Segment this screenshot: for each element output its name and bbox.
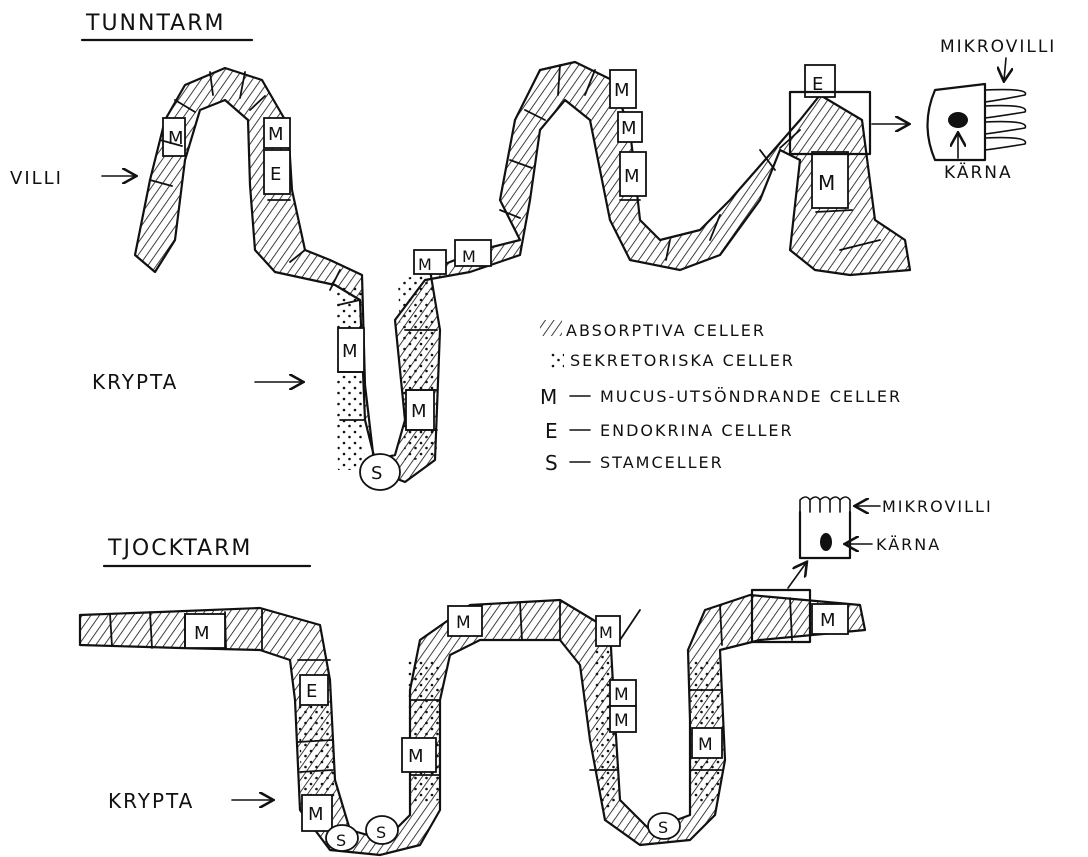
microvilli-projections	[800, 497, 850, 512]
nucleus-label-top: KÄRNA	[944, 162, 1013, 183]
mucus-letter: M	[820, 610, 838, 631]
nucleus-label-bottom: KÄRNA	[876, 535, 941, 554]
stem-letter: S	[658, 818, 670, 837]
large-intestine-epithelium: M E M S S M M M M M M S M	[80, 595, 865, 855]
mucus-letter: M	[614, 711, 631, 731]
legend-dots-swatch	[550, 352, 564, 368]
secretory-cells	[408, 660, 440, 805]
mucus-letter: M	[614, 685, 631, 705]
small-intestine-epithelium: M M E M M S M M M M M E M	[135, 62, 910, 490]
legend-symbol: E	[545, 419, 560, 443]
villi-label: VILLI	[10, 168, 63, 189]
mucus-letter: M	[168, 128, 186, 149]
microvilli-label-bottom: MIKROVILLI	[882, 497, 993, 516]
mucus-letter: M	[194, 623, 212, 644]
mucus-letter: M	[599, 623, 615, 642]
microvilli-label-top: MIKROVILLI	[940, 37, 1056, 57]
legend: ABSORPTIVA CELLER SEKRETORISKA CELLER M …	[540, 320, 902, 475]
mucus-letter: M	[408, 746, 426, 767]
legend-text: ENDOKRINA CELLER	[600, 421, 794, 440]
mucus-letter: M	[624, 166, 642, 187]
mucus-letter: M	[456, 613, 473, 633]
crypt-label-top: KRYPTA	[92, 370, 178, 394]
mucus-letter: M	[698, 735, 715, 755]
endocrine-letter: E	[270, 164, 283, 185]
legend-equals	[570, 396, 590, 462]
mucus-letter: M	[268, 124, 286, 145]
mucus-letter: M	[342, 341, 360, 362]
mucus-letter: M	[308, 804, 326, 825]
title-small-intestine: TUNNTARM	[85, 11, 226, 36]
mucus-letter: M	[614, 80, 632, 101]
mucus-letter: M	[462, 247, 478, 266]
nucleus	[820, 533, 832, 551]
zoom-arrow-bottom	[788, 563, 806, 588]
mucus-letter: M	[621, 118, 639, 139]
legend-symbol: M	[540, 385, 559, 409]
stem-letter: S	[371, 463, 384, 484]
absorptive-cell-band	[135, 62, 910, 482]
stem-letter: S	[336, 831, 348, 850]
legend-text: STAMCELLER	[600, 453, 724, 472]
mucus-letter: M	[418, 255, 434, 274]
microvilli-projections	[985, 90, 1026, 150]
crypt-label-bottom: KRYPTA	[108, 789, 194, 813]
secretory-cells	[335, 285, 365, 470]
title-large-intestine: TJOCKTARM	[107, 536, 252, 561]
legend-hatch-swatch	[540, 320, 562, 336]
endocrine-letter: E	[306, 681, 319, 702]
legend-text: ABSORPTIVA CELLER	[566, 321, 766, 340]
colonocyte-inset	[800, 497, 850, 558]
mucus-letter: M	[818, 171, 837, 195]
secretory-cells	[298, 705, 335, 805]
legend-symbol: S	[545, 451, 560, 475]
microvilli-arrow-top	[1004, 58, 1006, 80]
legend-text: SEKRETORISKA CELLER	[570, 351, 795, 370]
stem-letter: S	[376, 823, 388, 842]
mucus-letter: M	[411, 401, 429, 422]
nucleus	[948, 112, 968, 128]
legend-text: MUCUS-UTSÖNDRANDE CELLER	[600, 387, 902, 406]
enterocyte-inset	[928, 84, 1026, 160]
